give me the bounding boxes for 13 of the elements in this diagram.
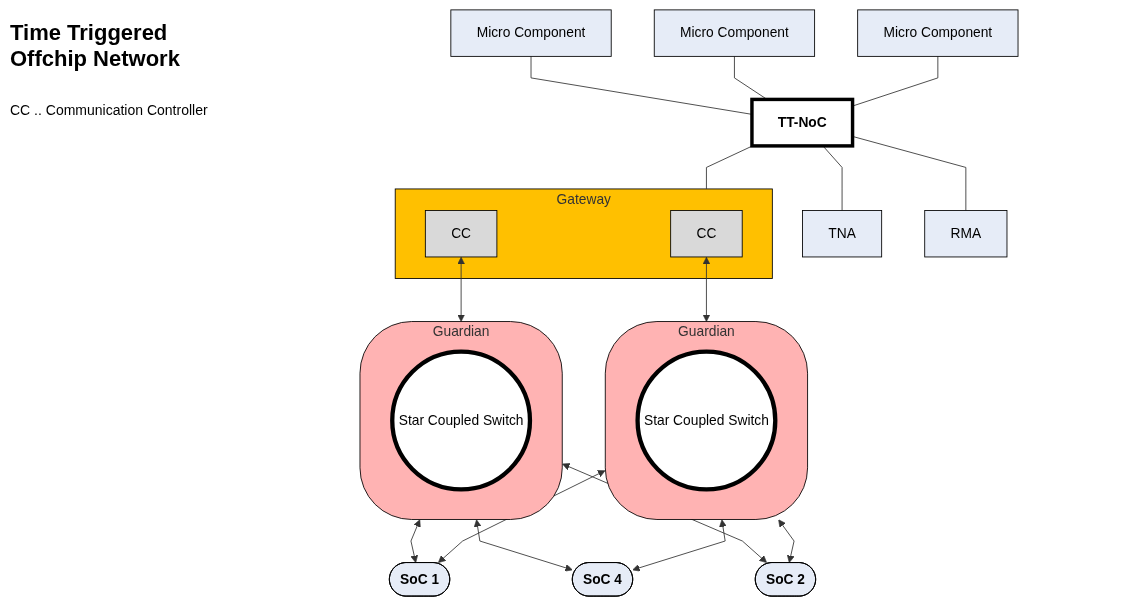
node-box: CC <box>424 209 498 257</box>
network-label: Time Triggered Offchip Network <box>10 20 181 72</box>
node-box: Micro Component <box>450 8 612 57</box>
node-circle: Star Coupled Switch <box>635 349 778 491</box>
node-box: Micro Component <box>857 8 1019 57</box>
node-box: Micro Component <box>653 8 816 57</box>
abbreviation-note: CC .. Communication Controller <box>10 102 209 118</box>
node-box: TT-NoC <box>750 97 855 148</box>
node-box: RMA <box>924 209 1008 257</box>
connector <box>706 144 753 189</box>
node-box: TNA <box>802 209 883 257</box>
node-box: CC <box>670 209 743 257</box>
node-circle: Star Coupled Switch <box>390 349 533 491</box>
